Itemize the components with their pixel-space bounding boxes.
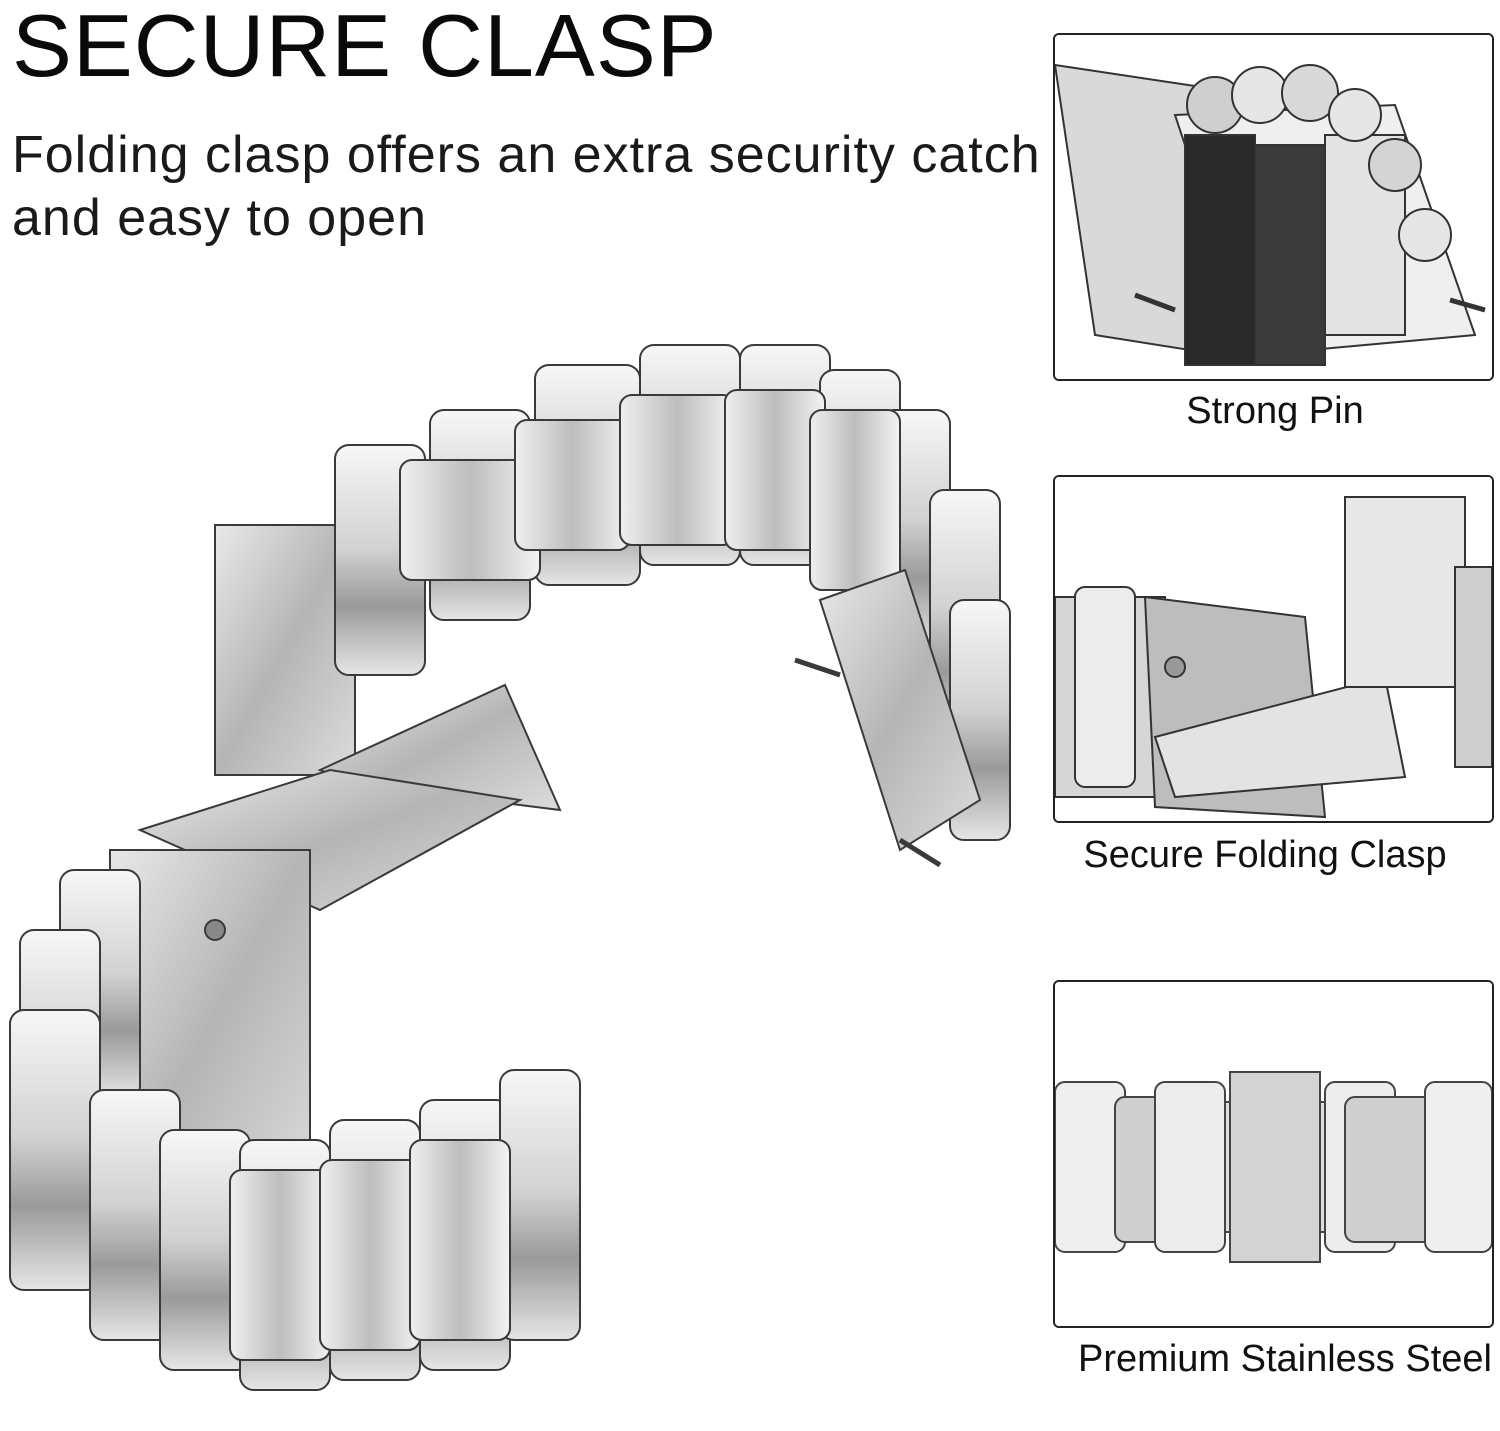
folding-clasp-icon (1055, 477, 1492, 821)
steel-links-icon (1055, 982, 1492, 1326)
headline: SECURE CLASP (12, 0, 718, 95)
watch-band-icon (9, 344, 1011, 1391)
feature-image-strong-pin (1053, 33, 1494, 381)
feature-image-folding-clasp (1053, 475, 1494, 823)
caption-stainless-steel: Premium Stainless Steel (1078, 1338, 1492, 1380)
pin-closeup-icon (1055, 35, 1492, 379)
caption-folding-clasp: Secure Folding Clasp (1083, 834, 1447, 876)
caption-strong-pin: Strong Pin (1186, 390, 1364, 432)
feature-image-stainless-steel (1053, 980, 1494, 1328)
watch-band-photo (0, 330, 1040, 1410)
subtext: Folding clasp offers an extra security c… (12, 126, 1041, 247)
